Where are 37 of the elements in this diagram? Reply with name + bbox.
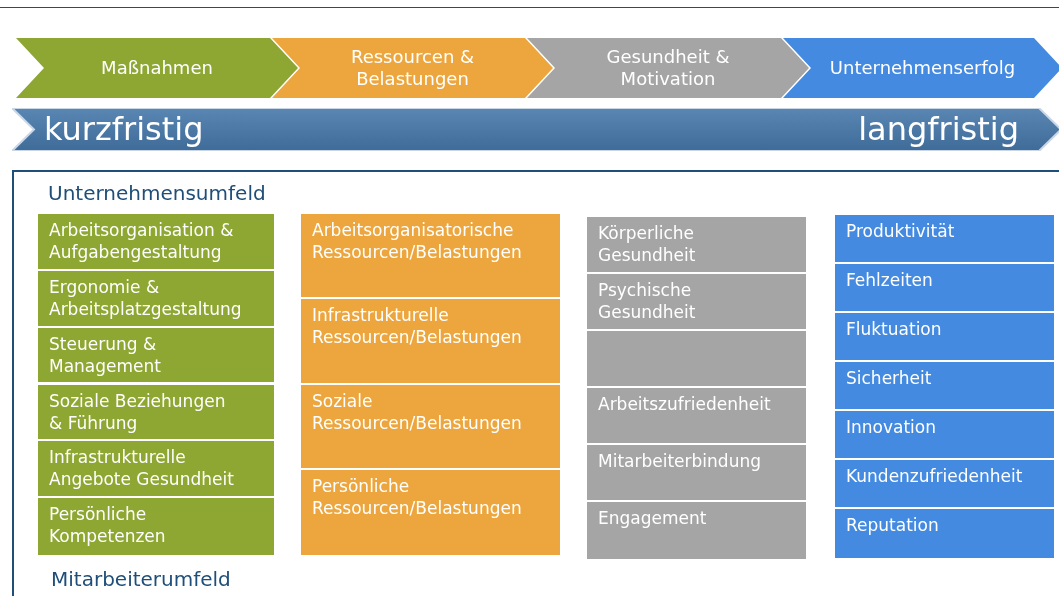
category-cell: Reputation [835, 509, 1054, 558]
category-cell: Persönliche Ressourcen/Belastungen [301, 469, 560, 555]
environment-frame [12, 170, 1059, 596]
category-cell: Ergonomie & Arbeitsplatzgestaltung [38, 270, 274, 326]
category-cell: Psychische Gesundheit [587, 274, 806, 329]
step-label: Unternehmenserfolg [829, 57, 1016, 79]
category-cell: Steuerung & Management [38, 327, 274, 383]
category-cell: Sicherheit [835, 362, 1054, 409]
section-heading: Unternehmensumfeld [48, 181, 266, 205]
category-cell: Mitarbeiterbindung [587, 445, 806, 500]
category-cell: Persönliche Kompetenzen [38, 498, 274, 555]
category-cell: Produktivität [835, 215, 1054, 262]
category-cell: Soziale Beziehungen & Führung [38, 384, 274, 440]
chevron-step [16, 38, 298, 98]
chevron-step [272, 38, 553, 98]
category-cell: Infrastrukturelle Ressourcen/Belastungen [301, 299, 560, 383]
empty-cell [587, 331, 806, 386]
category-cell: Soziale Ressourcen/Belastungen [301, 384, 560, 468]
timeline-label: kurzfristig [44, 109, 204, 149]
category-cell: Körperliche Gesundheit [587, 217, 806, 272]
category-cell: Arbeitszufriedenheit [587, 388, 806, 443]
category-cell: Arbeitsorganisatorische Ressourcen/Belastungen [301, 214, 560, 298]
step-label: Ressourcen & Belastungen [349, 46, 476, 90]
category-cell: Fehlzeiten [835, 264, 1054, 311]
timeline-label: langfristig [858, 109, 1019, 149]
category-cell: Kundenzufriedenheit [835, 460, 1054, 507]
chevron-step [527, 38, 809, 98]
timeline-arrow-bar [12, 108, 1059, 151]
step-label: Maßnahmen [101, 57, 213, 79]
category-cell: Innovation [835, 411, 1054, 458]
category-cell: Arbeitsorganisation & Aufgabengestaltung [38, 214, 274, 269]
step-label: Gesundheit & Motivation [605, 46, 731, 90]
category-cell: Infrastrukturelle Angebote Gesundheit [38, 441, 274, 497]
category-cell: Fluktuation [835, 313, 1054, 360]
section-heading: Mitarbeiterumfeld [51, 567, 231, 591]
chevron-step [783, 38, 1059, 98]
category-cell: Engagement [587, 502, 806, 559]
